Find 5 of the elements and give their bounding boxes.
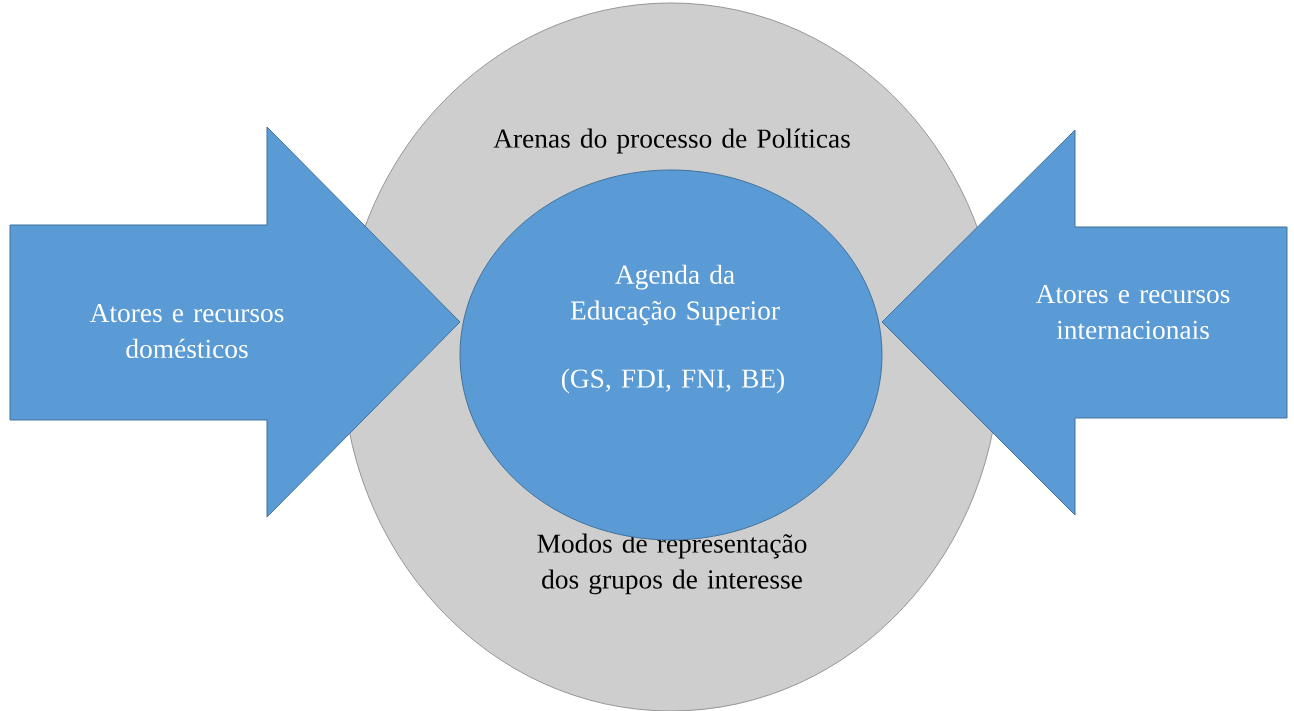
- node-label: (GS, FDI, FNI, BE): [561, 368, 784, 394]
- node-label: Atores e recursos domésticos: [89, 303, 284, 359]
- node-label: Arenas do processo de Políticas: [493, 128, 850, 154]
- node-label: Agenda da Educação Superior: [570, 264, 780, 326]
- node-label: Atores e recursos internacionais: [1035, 284, 1230, 340]
